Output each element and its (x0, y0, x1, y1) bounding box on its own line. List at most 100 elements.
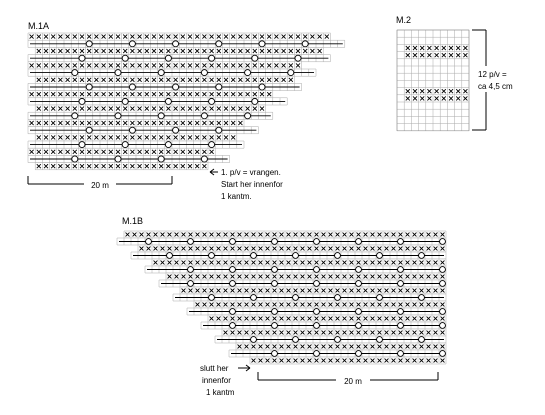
x-stitch-icon (293, 232, 298, 237)
x-stitch-icon (139, 232, 144, 237)
x-stitch-icon (173, 135, 178, 140)
x-stitch-icon (384, 330, 389, 335)
x-stitch-icon (342, 330, 347, 335)
x-stitch-icon (209, 288, 214, 293)
x-stitch-icon (288, 34, 294, 39)
x-stitch-icon (174, 260, 179, 265)
x-stitch-icon (265, 274, 270, 279)
x-stitch-icon (405, 316, 410, 321)
chart-m1b-note-line-2: innenfor (202, 376, 231, 385)
x-stitch-icon (202, 246, 207, 251)
x-stitch-icon (391, 246, 396, 251)
x-stitch-icon (65, 106, 70, 111)
yarn-over-icon (439, 350, 446, 357)
x-stitch-icon (43, 163, 49, 169)
x-stitch-icon (405, 45, 411, 51)
x-stitch-icon (440, 316, 445, 321)
x-stitch-icon (130, 63, 135, 68)
x-stitch-icon (65, 77, 70, 83)
chart-m1b-grid (116, 230, 447, 365)
x-stitch-icon (58, 48, 63, 54)
x-stitch-icon (426, 330, 431, 335)
x-stitch-icon (216, 63, 222, 68)
x-stitch-icon (448, 96, 454, 101)
yarn-over-icon (250, 294, 257, 301)
x-stitch-icon (58, 149, 63, 155)
x-stitch-icon (29, 120, 34, 126)
x-stitch-icon (342, 302, 347, 307)
x-stitch-icon (174, 246, 179, 251)
x-stitch-icon (174, 274, 179, 279)
x-stitch-icon (293, 316, 298, 321)
x-stitch-icon (363, 288, 368, 293)
x-stitch-icon (314, 358, 319, 363)
x-stitch-icon (258, 260, 263, 265)
x-stitch-icon (321, 246, 326, 251)
x-stitch-icon (194, 149, 200, 155)
yarn-over-icon (114, 69, 122, 77)
x-stitch-icon (158, 135, 164, 140)
yarn-over-icon (334, 252, 341, 259)
x-stitch-icon (335, 316, 340, 321)
x-stitch-icon (384, 344, 389, 349)
x-stitch-icon (265, 260, 270, 265)
x-stitch-icon (426, 344, 431, 349)
x-stitch-icon (146, 246, 151, 251)
x-stitch-icon (391, 302, 396, 307)
x-stitch-icon (50, 48, 56, 54)
x-stitch-icon (216, 260, 221, 265)
x-stitch-icon (405, 96, 411, 101)
x-stitch-icon (29, 91, 34, 97)
chart-row (235, 342, 447, 351)
yarn-over-icon (172, 40, 180, 48)
x-stitch-icon (202, 91, 207, 97)
x-stitch-icon (29, 34, 34, 39)
x-stitch-icon (130, 48, 135, 54)
x-stitch-icon (419, 302, 424, 307)
x-stitch-icon (434, 52, 439, 58)
chart-row (123, 230, 447, 239)
x-stitch-icon (272, 330, 277, 335)
x-stitch-icon (328, 330, 333, 335)
chart-m2: M.2 12 p/v = ca 4,5 cm (396, 15, 526, 132)
x-stitch-icon (223, 106, 229, 111)
x-stitch-icon (144, 63, 150, 68)
x-stitch-icon (272, 260, 277, 265)
chart-row (34, 133, 238, 142)
x-stitch-icon (349, 358, 354, 363)
x-stitch-icon (321, 302, 326, 307)
yarn-over-icon (85, 40, 93, 48)
x-stitch-icon (130, 135, 135, 140)
x-stitch-icon (180, 106, 186, 111)
x-stitch-icon (158, 63, 164, 68)
yarn-over-icon (397, 280, 404, 287)
yarn-over-icon (244, 112, 252, 120)
yarn-over-icon (292, 252, 299, 259)
chart-row (214, 335, 447, 344)
x-stitch-icon (166, 48, 171, 54)
x-stitch-icon (223, 302, 228, 307)
x-stitch-icon (43, 120, 49, 126)
x-stitch-icon (433, 246, 438, 251)
x-stitch-icon (377, 302, 382, 307)
x-stitch-icon (286, 232, 291, 237)
x-stitch-icon (173, 163, 178, 169)
chart-row (27, 32, 331, 41)
x-stitch-icon (288, 63, 294, 68)
x-stitch-icon (86, 163, 92, 169)
x-stitch-icon (65, 163, 70, 169)
x-stitch-icon (130, 34, 135, 39)
x-stitch-icon (115, 63, 121, 68)
x-stitch-icon (108, 163, 114, 169)
x-stitch-icon (101, 77, 106, 83)
x-stitch-icon (370, 246, 375, 251)
x-stitch-icon (279, 274, 284, 279)
x-stitch-icon (405, 274, 410, 279)
x-stitch-icon (440, 260, 445, 265)
yarn-over-icon (397, 308, 404, 315)
x-stitch-icon (238, 106, 243, 111)
x-stitch-icon (440, 288, 445, 293)
x-stitch-icon (405, 302, 410, 307)
x-stitch-icon (377, 330, 382, 335)
x-stitch-icon (274, 48, 279, 54)
